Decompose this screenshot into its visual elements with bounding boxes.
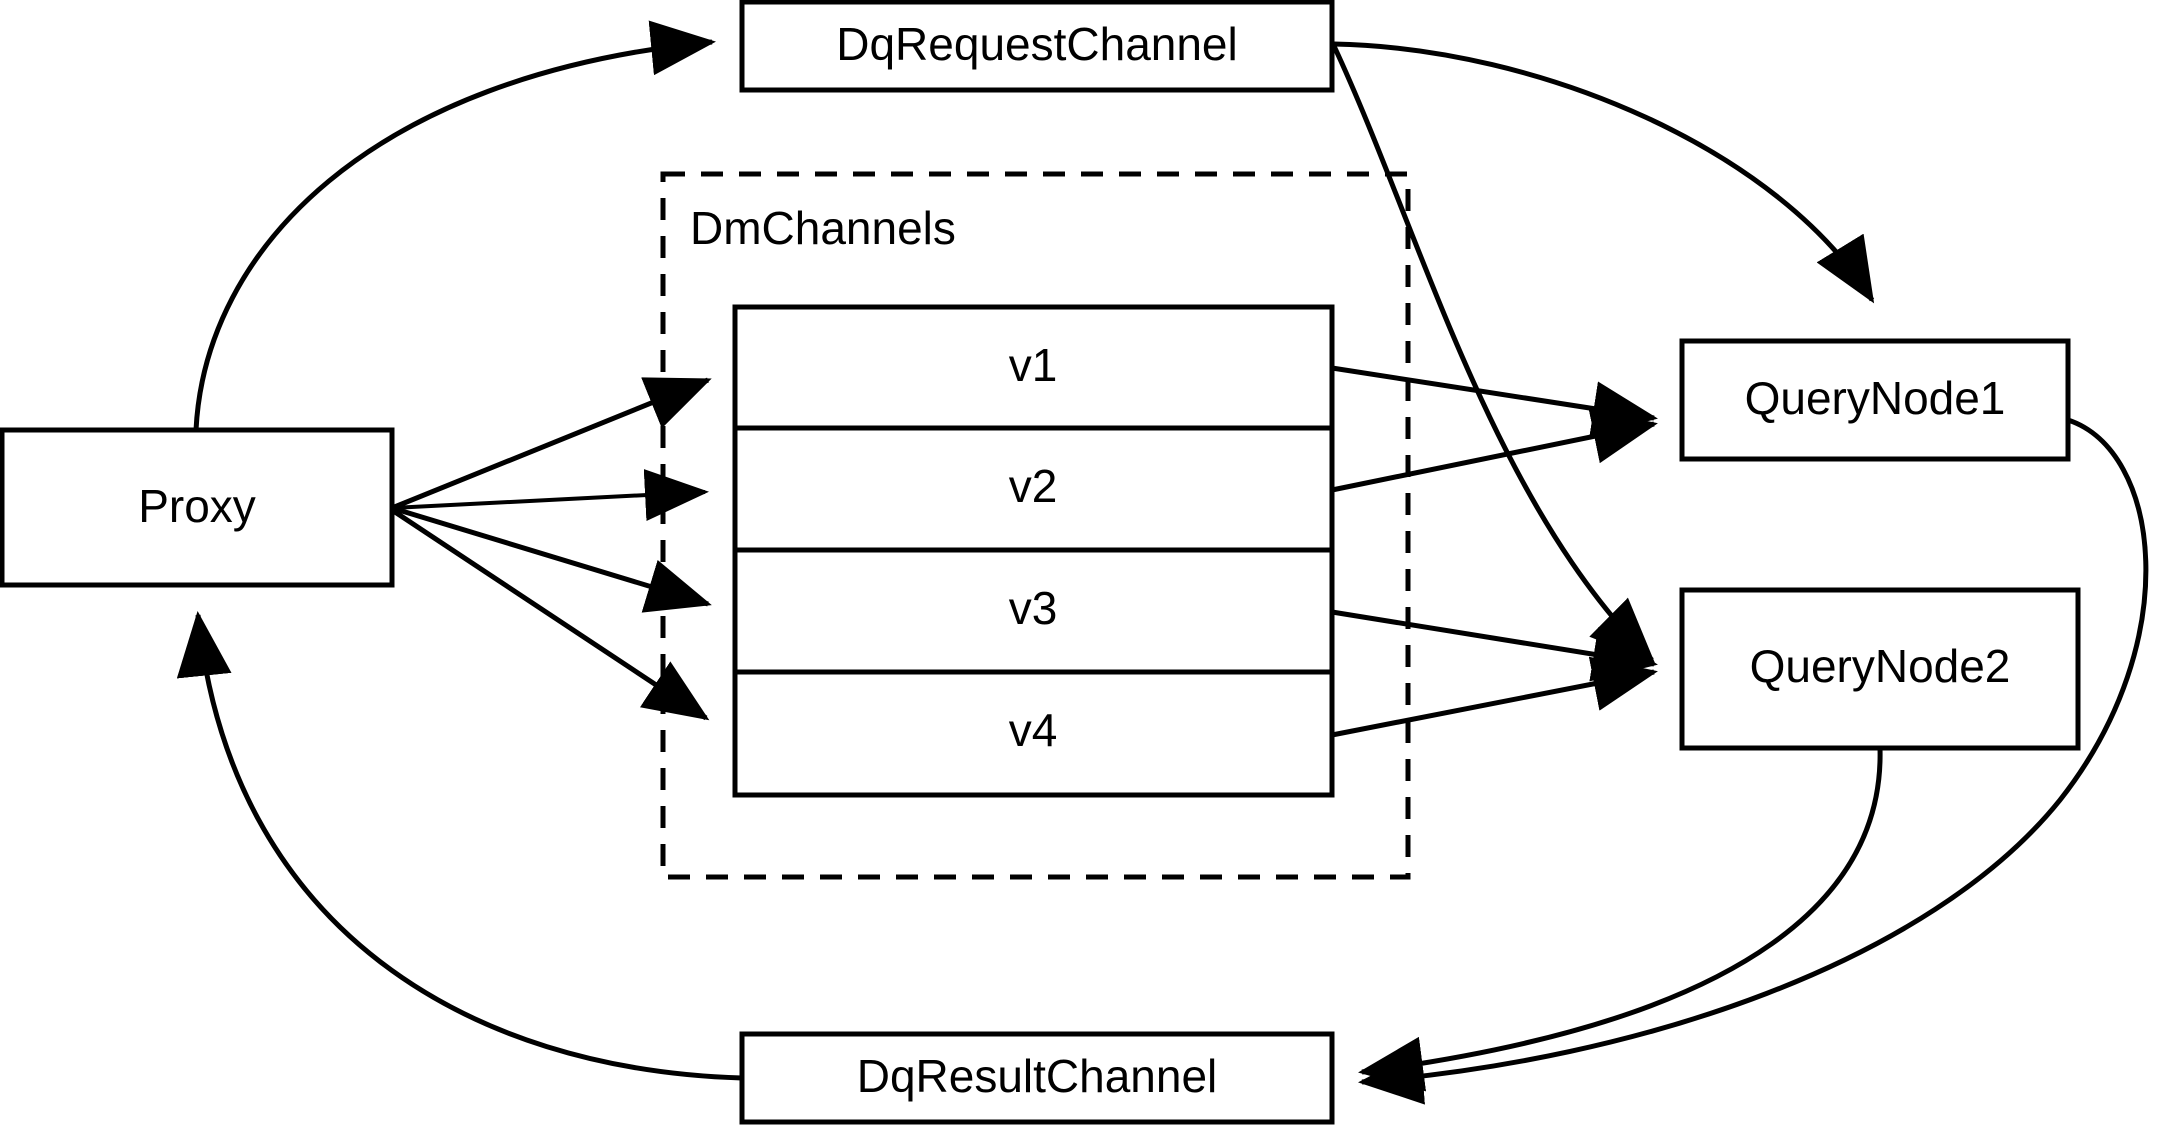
edge-proxy-to-dq-request-channel xyxy=(193,20,716,431)
dq-request-channel-label: DqRequestChannel xyxy=(836,18,1238,70)
edge-dq-result-channel-to-proxy xyxy=(176,611,743,1081)
query-node-1-box[interactable] xyxy=(1679,338,2071,462)
edge-proxy-to-v1 xyxy=(391,377,712,511)
dm-channels-label: DmChannels xyxy=(690,202,956,254)
edge-v4-to-query-node-2 xyxy=(1331,656,1658,738)
shard-stack: v1 v2 v3 v4 xyxy=(732,304,1335,798)
edge-dq-request-channel-to-query-node-1 xyxy=(1333,41,1875,304)
edge-query-node-2-to-dq-result-channel xyxy=(1358,747,1883,1092)
edge-v3-to-query-node-2 xyxy=(1331,609,1658,682)
dq-request-channel-box[interactable] xyxy=(739,0,1335,93)
shard-row-v2-label[interactable]: v2 xyxy=(1009,460,1058,512)
edge-proxy-to-v3 xyxy=(391,505,712,613)
query-node-1-label: QueryNode1 xyxy=(1745,372,2006,424)
edge-query-node-1-to-dq-result-channel xyxy=(1358,417,2149,1105)
edge-proxy-to-v2 xyxy=(391,469,709,522)
edge-v2-to-query-node-1 xyxy=(1331,409,1658,493)
edge-v1-to-query-node-1 xyxy=(1331,365,1658,436)
dq-result-channel-label: DqResultChannel xyxy=(857,1050,1218,1102)
node-query-node-1[interactable]: QueryNode1 xyxy=(1679,338,2071,462)
query-node-2-box[interactable] xyxy=(1679,587,2081,751)
shard-row-v3-label[interactable]: v3 xyxy=(1009,582,1058,634)
dq-result-channel-box[interactable] xyxy=(739,1031,1335,1125)
shard-row-v1-label[interactable]: v1 xyxy=(1009,339,1058,391)
proxy-label: Proxy xyxy=(138,480,256,532)
node-proxy[interactable]: Proxy xyxy=(0,427,395,588)
node-query-node-2[interactable]: QueryNode2 xyxy=(1679,587,2081,751)
shard-row-v4-label[interactable]: v4 xyxy=(1009,704,1058,756)
query-node-2-label: QueryNode2 xyxy=(1750,640,2011,692)
proxy-box[interactable] xyxy=(0,427,395,588)
edge-proxy-to-v4 xyxy=(390,507,710,721)
edge-dq-request-channel-to-query-node-2 xyxy=(1331,44,1655,663)
node-dq-request-channel[interactable]: DqRequestChannel xyxy=(739,0,1335,93)
node-dq-result-channel[interactable]: DqResultChannel xyxy=(739,1031,1335,1125)
